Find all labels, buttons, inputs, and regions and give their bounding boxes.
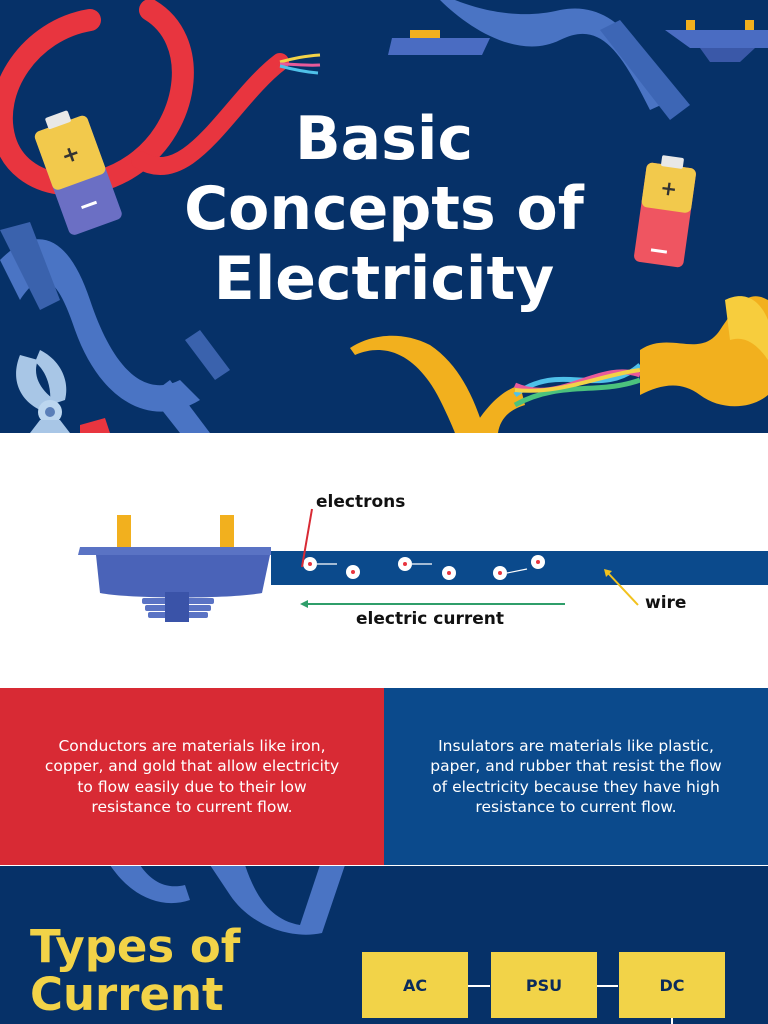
dc-box: DC bbox=[619, 952, 725, 1018]
title-line: Types of bbox=[30, 920, 241, 973]
conductors-description: Conductors are materials like iron, copp… bbox=[44, 736, 340, 817]
title-line: Concepts of bbox=[184, 174, 584, 244]
ribbon-decoration bbox=[185, 330, 230, 380]
wire-pointer bbox=[607, 572, 639, 606]
hero-decorations: + + bbox=[0, 0, 768, 433]
flow-arrow bbox=[597, 985, 618, 987]
ribbon-decoration bbox=[600, 20, 690, 120]
insulators-description: Insulators are materials like plastic, p… bbox=[430, 736, 722, 817]
diagram-graphic bbox=[78, 508, 768, 622]
ribbon-decoration bbox=[110, 865, 190, 904]
insulators-panel: Insulators are materials like plastic, p… bbox=[384, 688, 768, 865]
flow-connector bbox=[671, 1018, 673, 1024]
svg-text:+: + bbox=[659, 175, 679, 201]
ribbon-decoration bbox=[0, 222, 60, 310]
types-of-current-title: Types of Current bbox=[30, 923, 330, 1019]
power-plug-icon bbox=[388, 30, 490, 55]
ac-box: AC bbox=[362, 952, 468, 1018]
hero-banner: + + bbox=[0, 0, 768, 433]
wire-label: wire bbox=[645, 593, 687, 613]
ribbon-decoration bbox=[350, 335, 485, 433]
types-decorations bbox=[0, 865, 768, 935]
ribbon-decoration bbox=[725, 296, 768, 360]
title-line: Electricity bbox=[213, 244, 555, 314]
electron-flow-diagram: electrons electric current wire bbox=[0, 433, 768, 688]
power-plug-icon bbox=[665, 20, 768, 62]
battery-icon: + bbox=[634, 155, 696, 268]
electrons-label: electrons bbox=[316, 492, 406, 512]
wire bbox=[271, 551, 768, 585]
ribbon-decoration bbox=[150, 380, 210, 433]
power-plug-icon bbox=[78, 515, 274, 622]
types-of-current-section: Types of Current AC PSU DC bbox=[0, 865, 768, 1024]
electrons bbox=[303, 555, 545, 580]
pliers-icon bbox=[16, 350, 110, 433]
electrons-pointer bbox=[301, 508, 313, 568]
electric-current-label: electric current bbox=[356, 609, 505, 629]
flow-arrow bbox=[468, 985, 490, 987]
conductors-panel: Conductors are materials like iron, copp… bbox=[0, 688, 384, 865]
cable-icon bbox=[513, 363, 642, 408]
page-title: Basic Concepts of Electricity bbox=[0, 104, 768, 314]
title-line: Current bbox=[30, 968, 224, 1021]
battery-icon: + bbox=[34, 110, 122, 235]
ribbon-decoration bbox=[210, 865, 345, 935]
ribbon-decoration bbox=[470, 385, 525, 433]
title-line: Basic bbox=[294, 104, 474, 174]
psu-box: PSU bbox=[491, 952, 597, 1018]
